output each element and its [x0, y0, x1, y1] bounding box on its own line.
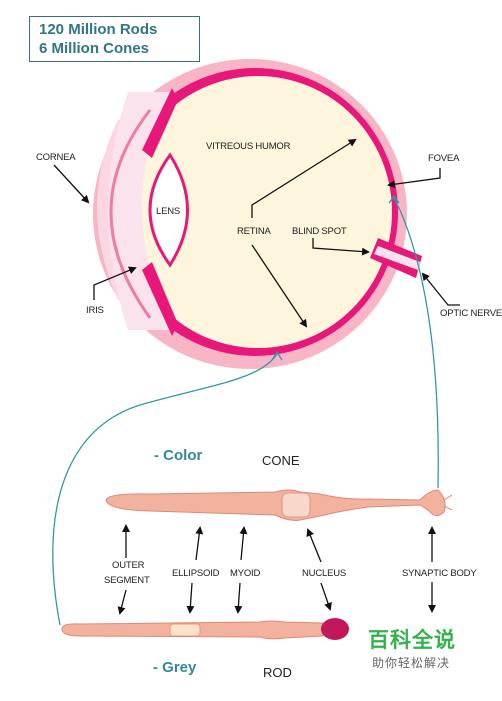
lens-shape — [148, 152, 189, 268]
label-optic-nerve: OPTIC NERVE — [440, 308, 502, 319]
cornea-outline — [109, 109, 152, 319]
watermark-subtitle: 助你轻松解决 — [372, 656, 451, 670]
connector-rod — [52, 353, 278, 626]
fovea-arrow — [387, 168, 441, 189]
label-fovea: FOVEA — [428, 153, 460, 164]
ellipsoid-arrow-up — [195, 526, 204, 561]
watermark-title: 百科全说 — [368, 628, 456, 652]
label-cornea: CORNEA — [36, 152, 76, 163]
stats-box: 120 Million Rods 6 Million Cones — [29, 16, 200, 62]
myoid-arrow-up — [239, 526, 248, 561]
fovea-dip — [377, 168, 388, 196]
blind-spot-arrow — [312, 238, 370, 256]
label-outer-segment-2: SEGMENT — [104, 575, 150, 586]
cone-synapse-1 — [443, 494, 453, 501]
optic-nerve-core — [374, 246, 420, 270]
outer-segment-arrow-down — [117, 589, 127, 615]
myoid-arrow-down — [234, 582, 243, 614]
label-vitreous-humor: VITREOUS HUMOR — [206, 141, 291, 152]
rod-cell — [61, 620, 342, 640]
cone-synapse-2 — [443, 505, 453, 511]
iris-upper — [142, 88, 178, 158]
label-nucleus: NUCLEUS — [302, 568, 346, 579]
grey-note: - Grey — [153, 659, 197, 676]
cone-ellipsoid — [281, 492, 311, 518]
retina-arrow-down — [251, 244, 308, 328]
connector-rod-tip — [271, 350, 283, 361]
rods-count: 120 Million Rods — [39, 21, 158, 38]
rod-ellipsoid — [169, 623, 201, 637]
nucleus-arrow-up — [306, 528, 322, 563]
cone-title: CONE — [262, 453, 300, 468]
label-ellipsoid: ELLIPSOID — [172, 568, 220, 579]
vitreous-humor-body — [124, 76, 392, 348]
label-lens: LENS — [156, 206, 181, 217]
cones-count: 6 Million Cones — [39, 40, 150, 57]
connector-cone-tip — [388, 194, 400, 204]
color-note: - Color — [154, 447, 203, 464]
rod-title: ROD — [263, 665, 292, 680]
cone-cell — [105, 489, 446, 521]
label-outer-segment-1: OUTER — [112, 560, 145, 571]
label-blind-spot: BLIND SPOT — [292, 226, 347, 237]
label-iris: IRIS — [86, 305, 104, 316]
iris-lower — [142, 262, 178, 336]
label-retina: RETINA — [237, 226, 271, 237]
label-synaptic-body: SYNAPTIC BODY — [402, 568, 477, 579]
label-myoid: MYOID — [230, 568, 261, 579]
nucleus-arrow-down — [320, 582, 332, 611]
iris-arrow — [93, 266, 137, 300]
optic-nerve-arrow — [421, 272, 460, 306]
retina-arrow-up — [251, 138, 357, 218]
cornea-arrow — [53, 164, 90, 204]
ellipsoid-arrow-down — [186, 582, 195, 614]
connector-cone — [393, 196, 439, 489]
rod-nucleus — [321, 618, 349, 640]
